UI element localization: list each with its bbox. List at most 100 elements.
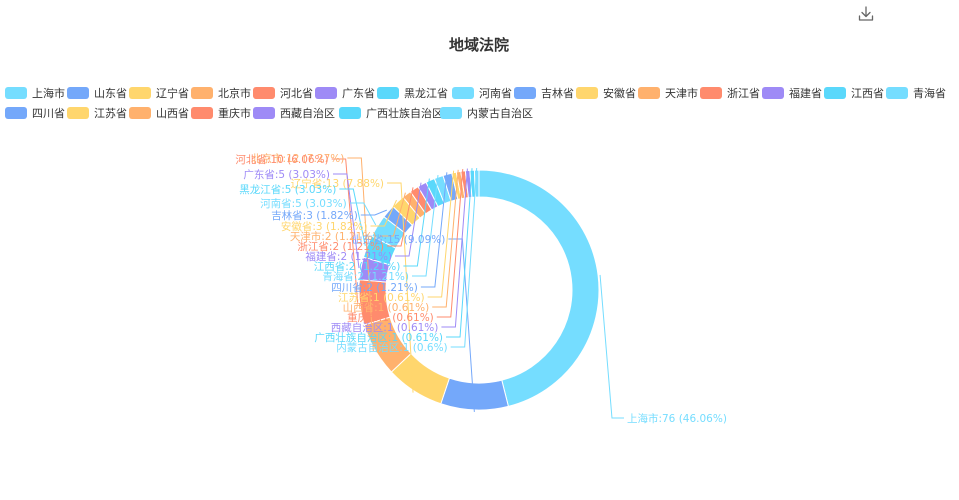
legend-swatch	[339, 107, 361, 119]
legend-swatch	[191, 87, 213, 99]
legend-item[interactable]: 黑龙江省	[377, 87, 448, 100]
legend-item[interactable]: 广东省	[315, 87, 375, 100]
leader-line	[370, 199, 397, 227]
legend-item[interactable]: 四川省	[5, 107, 65, 120]
slice-label: 西藏自治区:1 (0.61%)	[331, 321, 439, 334]
legend-swatch	[67, 107, 89, 119]
download-button[interactable]	[857, 5, 875, 23]
legend-swatch	[638, 87, 660, 99]
legend-item[interactable]: 浙江省	[700, 87, 760, 100]
legend-swatch	[129, 107, 151, 119]
legend-item[interactable]: 广西壮族自治区	[339, 106, 443, 120]
legend-label: 山西省	[156, 107, 189, 120]
legend-swatch	[762, 87, 784, 99]
legend-label: 河北省	[280, 87, 313, 100]
legend-item[interactable]: 江西省	[824, 87, 884, 100]
legend-label: 福建省	[789, 86, 822, 100]
legend-item[interactable]: 山东省	[67, 87, 127, 100]
legend-label: 北京市	[218, 86, 251, 100]
donut-slices	[358, 169, 600, 411]
slice-label: 吉林省:3 (1.82%)	[271, 209, 358, 222]
leader-line	[339, 188, 366, 246]
legend-item[interactable]: 天津市	[638, 86, 698, 100]
slice-label: 上海市:76 (46.06%)	[627, 412, 727, 425]
leader-line	[387, 182, 414, 393]
legend-swatch	[886, 87, 908, 99]
slice-label: 内蒙古自治区:1 (0.6%)	[336, 341, 447, 354]
leader-line	[395, 182, 422, 257]
donut-slice[interactable]	[478, 169, 600, 407]
donut-slice[interactable]	[440, 377, 510, 411]
slice-label: 广东省:5 (3.03%)	[243, 168, 330, 181]
leader-line	[599, 274, 624, 419]
slice-label: 山东省:15 (9.09%)	[352, 233, 445, 246]
leader-line	[436, 169, 464, 318]
legend-item[interactable]: 青海省	[886, 86, 946, 100]
legend-label: 广东省	[342, 87, 375, 100]
legend-swatch	[253, 107, 275, 119]
legend-item[interactable]: 山西省	[129, 107, 189, 120]
slice-label: 黑龙江省:5 (3.03%)	[239, 183, 336, 196]
leader-line	[379, 192, 406, 237]
legend-item[interactable]: 西藏自治区	[253, 106, 335, 120]
legend-label: 上海市	[32, 86, 65, 100]
slice-label: 浙江省:2 (1.21%)	[297, 240, 384, 253]
legend-item[interactable]: 河北省	[253, 87, 313, 100]
legend-swatch	[5, 107, 27, 119]
legend-item[interactable]: 北京市	[191, 86, 251, 100]
slice-label: 辽宁省:13 (7.88%)	[291, 177, 384, 190]
download-icon	[858, 6, 874, 21]
leader-line	[432, 169, 459, 308]
leader-line	[427, 170, 455, 298]
leader-line	[387, 187, 414, 247]
legend-item[interactable]: 河南省	[452, 87, 512, 100]
legend-label: 江苏省	[94, 107, 127, 120]
legend-item[interactable]: 重庆市	[191, 106, 251, 120]
legend-label: 天津市	[665, 86, 698, 100]
legend-item[interactable]: 上海市	[5, 86, 65, 100]
legend-swatch	[824, 87, 846, 99]
legend-item[interactable]: 江苏省	[67, 107, 127, 120]
slice-label: 河南省:5 (3.03%)	[260, 197, 347, 210]
legend-label: 四川省	[32, 107, 65, 120]
legend-swatch	[253, 87, 275, 99]
slice-label: 江苏省:1 (0.61%)	[338, 291, 425, 304]
leader-line	[450, 167, 478, 348]
slice-label: 青海省:2 (1.21%)	[322, 270, 409, 283]
legend-label: 安徽省	[603, 86, 636, 100]
legend-label: 黑龙江省	[404, 87, 448, 100]
legend-item[interactable]: 吉林省	[514, 86, 574, 100]
slice-label: 江西省:2 (1.21%)	[314, 260, 401, 273]
legend-item[interactable]: 福建省	[762, 86, 822, 100]
legend-item[interactable]: 安徽省	[576, 86, 636, 100]
legend-label: 内蒙古自治区	[467, 106, 533, 120]
legend-swatch	[5, 87, 27, 99]
legend-swatch	[129, 87, 151, 99]
legend-label: 吉林省	[541, 86, 574, 100]
leader-line	[347, 157, 374, 352]
leader-lines	[331, 157, 624, 419]
legend-swatch	[452, 87, 474, 99]
slice-label: 北京市:12 (7.27%)	[251, 152, 344, 165]
leader-line	[360, 209, 387, 216]
slice-label: 福建省:2 (1.21%)	[305, 250, 392, 263]
leader-line	[403, 178, 430, 267]
legend-item[interactable]: 辽宁省	[129, 86, 189, 100]
slice-label: 山西省:1 (0.61%)	[343, 301, 430, 314]
slice-label: 河北省:10 (6.06%)	[235, 153, 328, 166]
legend-label: 重庆市	[218, 106, 251, 120]
legend: 上海市 山东省辽宁省 北京市 河北省 广东省 黑龙江省河南省 吉林省 安徽省 天津市浙江省 福建省…	[5, 86, 946, 120]
leader-line	[420, 172, 448, 288]
slice-label: 四川省:2 (1.21%)	[331, 281, 418, 294]
legend-swatch	[576, 87, 598, 99]
slice-label: 重庆市:1 (0.61%)	[347, 311, 434, 324]
legend-swatch	[700, 87, 722, 99]
legend-swatch	[440, 107, 462, 119]
leader-line	[412, 175, 439, 277]
chart-title: 地域法院	[449, 36, 509, 54]
legend-label: 江西省	[851, 87, 884, 100]
leader-line	[446, 168, 473, 338]
legend-item[interactable]: 内蒙古自治区	[440, 106, 533, 120]
legend-label: 山东省	[94, 87, 127, 100]
